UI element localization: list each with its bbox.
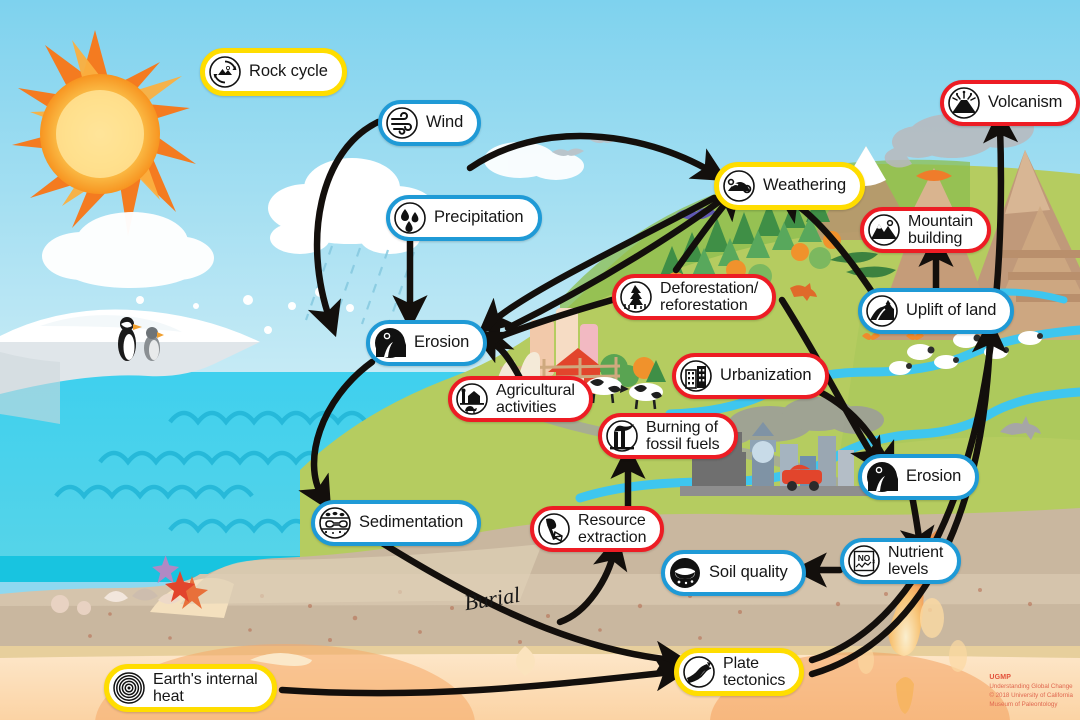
fossil-layers-icon [318,506,352,540]
cows [577,377,663,410]
node-label: Sedimentation [359,513,464,532]
node-wind[interactable]: Wind [378,100,482,146]
node-label: Volcanism [988,93,1063,112]
weathering-icon [722,169,756,203]
tree-icon [619,280,653,315]
node-mountain-building[interactable]: Mountain building [860,207,992,254]
shells [51,555,208,615]
node-label: Soil quality [709,563,788,582]
node-label: Weathering [763,176,847,195]
credit-org: UGMP [989,673,1012,681]
node-uplift-of-land[interactable]: Uplift of land [858,288,1015,334]
wind-icon [385,106,419,140]
node-sedimentation[interactable]: Sedimentation [311,500,482,546]
no3-icon: NO 3 [847,544,881,579]
node-weathering[interactable]: Weathering [714,162,866,210]
uplift-icon [865,294,899,328]
buildings-icon [679,359,713,393]
node-resource-extraction[interactable]: Resource extraction [530,506,665,553]
plates-icon [682,655,716,690]
node-label: Uplift of land [906,301,997,320]
node-volcanism[interactable]: Volcanism [940,80,1080,126]
soil-icon [668,556,702,590]
node-label: Resource extraction [578,512,647,547]
node-plate-tectonics[interactable]: Plate tectonics [674,648,805,697]
node-label: Rock cycle [249,62,328,81]
credit-line-3: Museum of Paleontology [989,701,1058,709]
volcano-icon [947,86,981,120]
node-nutrient-levels[interactable]: NO 3 Nutrient levels [840,538,962,585]
svg-text:NO: NO [858,553,871,563]
node-agricultural-activities[interactable]: Agricultural activities [448,376,593,423]
node-label: Plate tectonics [723,655,786,690]
rock-cycle-icon [208,55,242,89]
node-label: Erosion [906,467,962,486]
node-precipitation[interactable]: Precipitation [386,195,542,241]
node-urbanization[interactable]: Urbanization [672,353,830,399]
node-erosion-left[interactable]: Erosion [366,320,488,366]
credit-line-1: Understanding Global Change [989,683,1073,691]
node-deforestation[interactable]: Deforestation/ reforestation [612,274,777,321]
node-label: Mountain building [908,213,974,248]
penguins [118,317,164,361]
ice-shelf [0,309,260,424]
erosion-icon [373,326,407,360]
node-fossil-fuels[interactable]: Burning of fossil fuels [598,413,738,460]
precipitation-icon [393,201,427,235]
node-soil-quality[interactable]: Soil quality [661,550,806,596]
node-label: Wind [426,113,464,132]
mountain-icon [867,213,901,248]
node-label: Deforestation/ reforestation [660,280,759,315]
heat-spiral-icon [112,671,146,706]
node-earth-internal-heat[interactable]: Earth's internal heat [104,664,277,713]
sun-icon [12,30,196,236]
credit-block: UGMP Understanding Global Change © 2018 … [989,673,1073,710]
node-label: Nutrient levels [888,544,944,579]
node-label: Burning of fossil fuels [646,419,720,454]
node-label: Urbanization [720,366,812,385]
node-rock-cycle[interactable]: Rock cycle [200,48,347,96]
node-label: Erosion [414,333,470,352]
erosion-icon [865,460,899,494]
credit-line-2: © 2018 University of California [989,692,1073,700]
smokestack-icon [605,419,639,454]
node-erosion-right[interactable]: Erosion [858,454,980,500]
pickaxe-icon [537,512,571,547]
node-label: Agricultural activities [496,382,575,417]
node-label: Precipitation [434,208,524,227]
svg-text:3: 3 [872,560,875,566]
farm-icon [455,382,489,417]
node-label: Earth's internal heat [153,671,258,706]
